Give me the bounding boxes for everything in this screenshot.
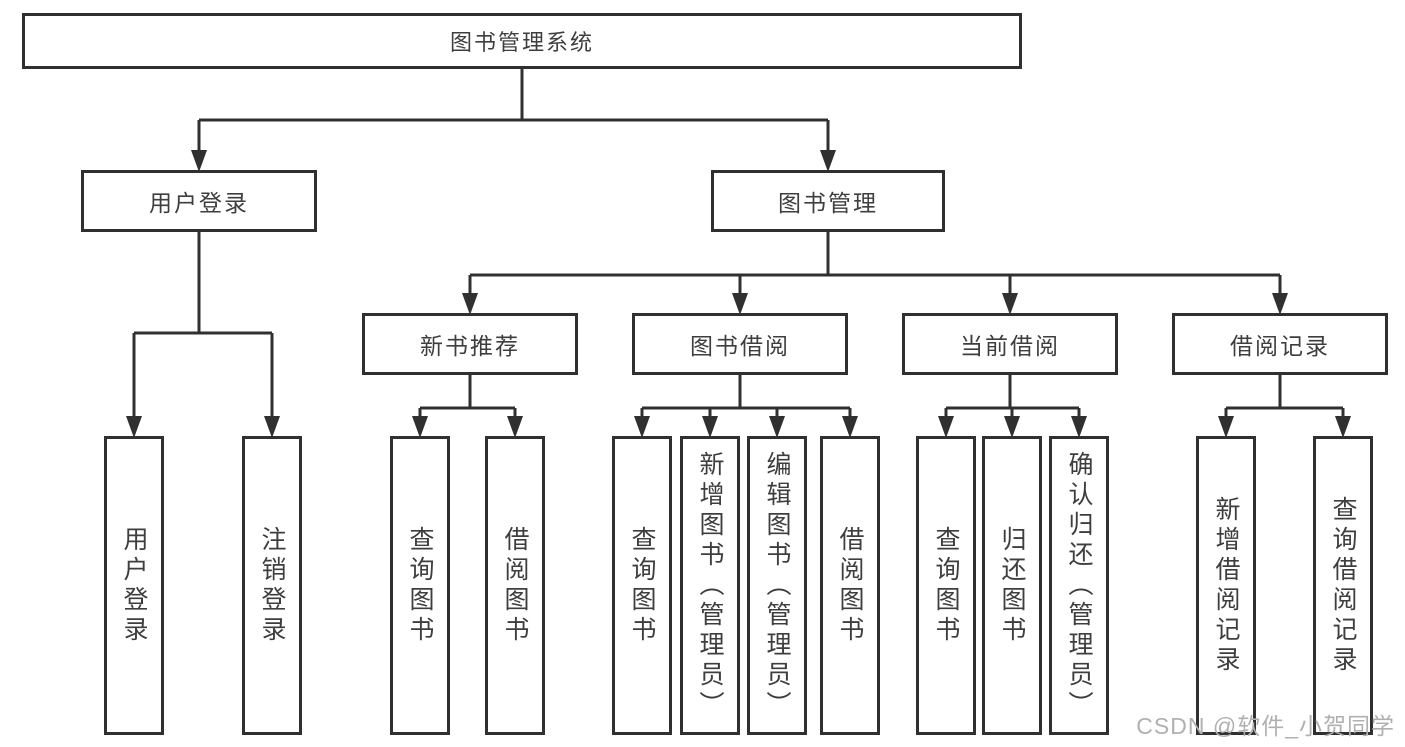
node-user-login: 用户登录 (81, 170, 317, 232)
node-leaf-edit-books: 编辑图书（管理员） (747, 436, 807, 735)
node-book-borrowing: 图书借阅 (632, 313, 848, 375)
node-leaf-confirm-return: 确认归还（管理员） (1049, 436, 1109, 735)
arrow-down-icon (820, 150, 836, 172)
arrow-down-icon (702, 416, 718, 438)
node-book-management: 图书管理 (711, 170, 945, 232)
arrow-down-icon (1218, 416, 1234, 438)
arrow-down-icon (1002, 293, 1018, 315)
arrow-down-icon (769, 416, 785, 438)
arrow-down-icon (1071, 416, 1087, 438)
node-borrowing-records: 借阅记录 (1172, 313, 1388, 375)
arrow-down-icon (462, 293, 478, 315)
node-leaf-query-books-1: 查询图书 (390, 436, 450, 735)
node-leaf-borrow-books-1: 借阅图书 (485, 436, 545, 735)
arrow-down-icon (732, 293, 748, 315)
node-leaf-query-books-2: 查询图书 (612, 436, 672, 735)
node-leaf-add-borrow-record: 新增借阅记录 (1196, 436, 1256, 735)
arrow-down-icon (264, 416, 280, 438)
node-leaf-user-login: 用户登录 (104, 436, 164, 735)
arrow-down-icon (412, 416, 428, 438)
arrow-down-icon (938, 416, 954, 438)
node-root: 图书管理系统 (22, 13, 1022, 69)
arrow-down-icon (1272, 293, 1288, 315)
arrow-down-icon (191, 150, 207, 172)
node-leaf-borrow-books-2: 借阅图书 (820, 436, 880, 735)
node-leaf-add-books: 新增图书（管理员） (680, 436, 740, 735)
node-leaf-logout: 注销登录 (242, 436, 302, 735)
node-leaf-return-books: 归还图书 (982, 436, 1042, 735)
arrow-down-icon (1335, 416, 1351, 438)
node-new-book-recommend: 新书推荐 (362, 313, 578, 375)
arrow-down-icon (634, 416, 650, 438)
arrow-down-icon (126, 416, 142, 438)
arrow-down-icon (1004, 416, 1020, 438)
arrow-down-icon (842, 416, 858, 438)
watermark: CSDN @软件_小贺同学 (1136, 713, 1395, 739)
node-leaf-query-borrow-record: 查询借阅记录 (1313, 436, 1373, 735)
node-current-borrowing: 当前借阅 (902, 313, 1118, 375)
arrow-down-icon (507, 416, 523, 438)
node-leaf-query-books-3: 查询图书 (916, 436, 976, 735)
